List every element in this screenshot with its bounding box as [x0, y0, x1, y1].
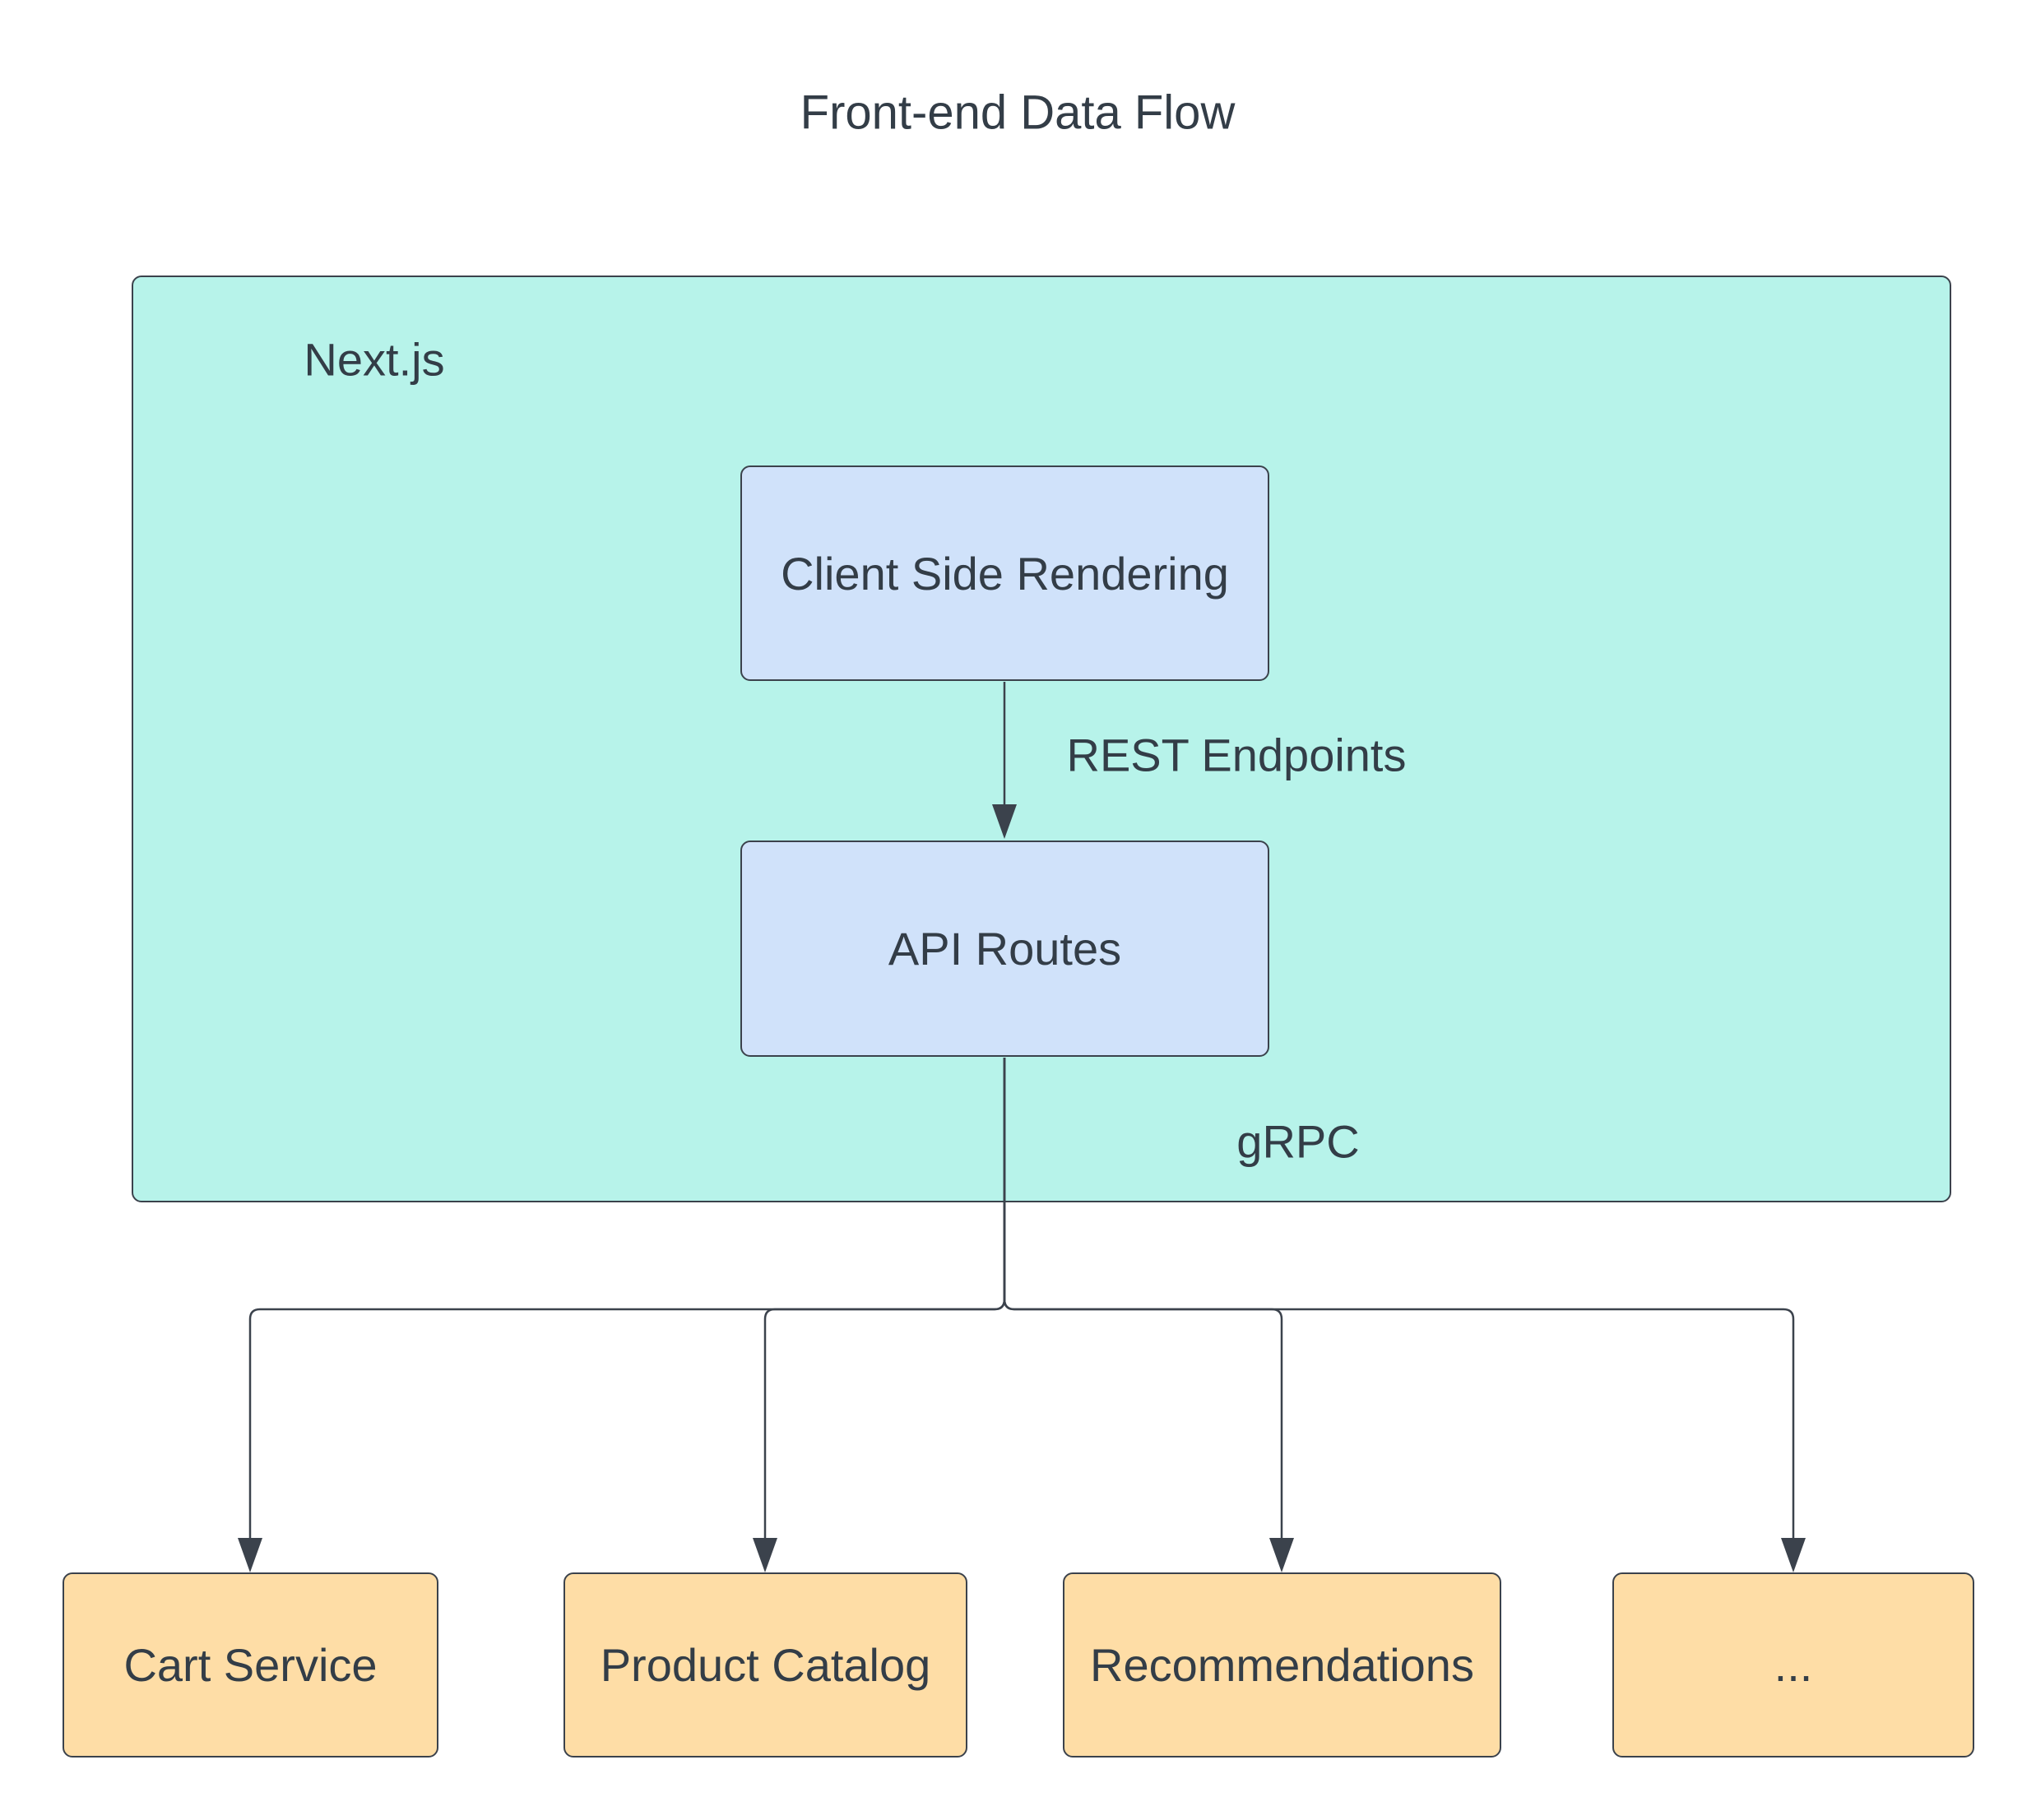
node-cart-service-label: Cart Service [123, 1639, 378, 1691]
node-cart-service: Cart Service [63, 1572, 438, 1757]
edge-label-rest-endpoints: REST Endpoints [1066, 729, 1407, 781]
node-ellipsis: ... [1612, 1572, 1974, 1757]
node-client-side-rendering-label: Client Side Rendering [781, 547, 1229, 600]
node-ellipsis-label: ... [1774, 1639, 1813, 1691]
edge-label-grpc: gRPC [1236, 1115, 1360, 1168]
arrowhead-product [753, 1538, 777, 1572]
edge-api-to-cart [248, 1058, 1006, 1540]
node-product-catalog-label: Product Catalog [600, 1639, 931, 1691]
group-nextjs-label: Next.js [304, 333, 445, 386]
arrowhead-api [992, 804, 1017, 839]
diagram-title: Front-end Data Flow [800, 86, 1236, 140]
node-api-routes: API Routes [740, 841, 1269, 1057]
arrowhead-cart [238, 1538, 262, 1572]
edge-api-to-product [763, 1058, 1006, 1540]
arrowhead-more [1781, 1538, 1806, 1572]
edge-api-to-more [1003, 1058, 1795, 1540]
node-client-side-rendering: Client Side Rendering [740, 465, 1269, 681]
arrowhead-recommendations [1269, 1538, 1294, 1572]
node-api-routes-label: API Routes [888, 923, 1122, 975]
node-recommendations-label: Recommendations [1090, 1639, 1474, 1691]
node-recommendations: Recommendations [1063, 1572, 1501, 1757]
node-product-catalog: Product Catalog [563, 1572, 967, 1757]
